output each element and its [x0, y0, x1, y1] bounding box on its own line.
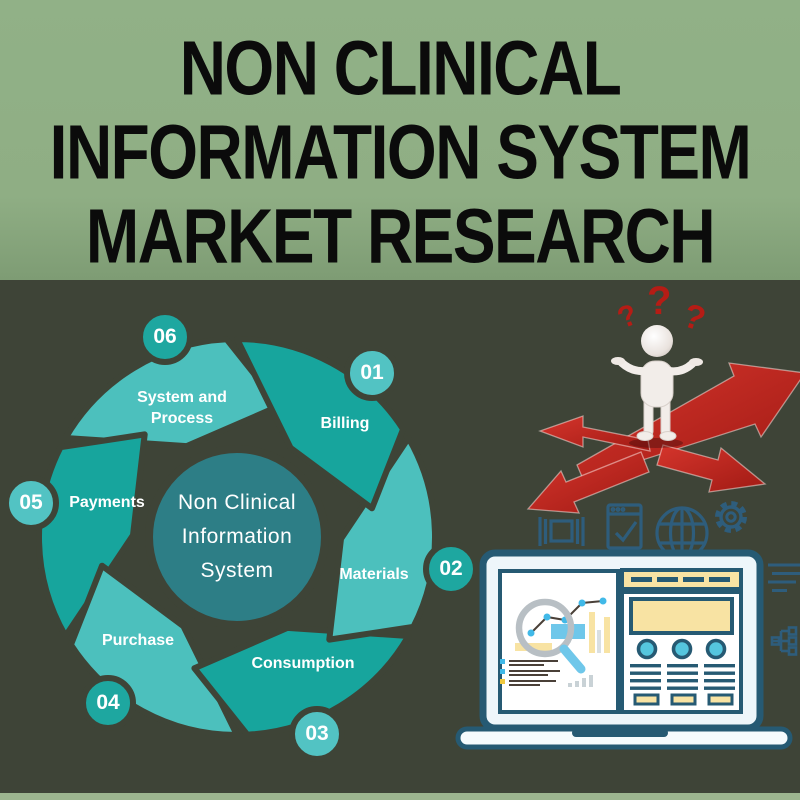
center-title-line-1: Non Clinical — [177, 491, 297, 514]
mini-bars — [568, 675, 593, 687]
sitemap-icon — [770, 626, 798, 656]
title-line-1: NON CLINICAL — [179, 24, 622, 112]
crossroad-arrows — [526, 362, 800, 514]
confused-person-figure: ? ? ? — [611, 279, 710, 441]
center-title-line-2: Information — [181, 525, 293, 548]
header-banner: NON CLINICAL INFORMATION SYSTEM MARKET R… — [0, 0, 800, 280]
step-badge-01: 01 — [344, 345, 400, 401]
magnifier-icon — [515, 598, 586, 674]
segment-label-materials: Materials — [339, 566, 409, 583]
figure-arm-left — [618, 359, 649, 376]
browser-check-icon — [606, 503, 643, 550]
cycle-center-circle — [145, 445, 329, 629]
step-number-04: 04 — [96, 691, 120, 714]
webpage-mockup — [620, 568, 743, 714]
figure-hand-left — [611, 357, 625, 365]
figure-shadow — [629, 438, 683, 448]
figure-hand-right — [689, 358, 703, 366]
step-badge-05: 05 — [3, 475, 59, 531]
step-badge-04: 04 — [80, 675, 136, 731]
question-mark-center: ? — [647, 279, 671, 323]
segment-label-system-and-process: System and Process — [137, 389, 227, 427]
step-number-06: 06 — [153, 325, 177, 348]
segment-label-consumption: Consumption — [251, 655, 355, 672]
step-number-01: 01 — [360, 361, 384, 384]
step-number-02: 02 — [439, 557, 463, 580]
title-line-2: INFORMATION SYSTEM — [49, 108, 752, 196]
segment-label-billing: Billing — [320, 415, 370, 432]
step-badge-03: 03 — [289, 706, 345, 762]
question-mark-left: ? — [613, 298, 642, 335]
arrow-down-right — [656, 444, 767, 493]
carousel-icon — [538, 517, 585, 546]
figure-head — [641, 325, 673, 357]
bullet-list — [500, 659, 560, 686]
page-title: NON CLINICAL INFORMATION SYSTEM MARKET R… — [0, 26, 800, 278]
segment-label-purchase: Purchase — [101, 632, 175, 649]
figure-foot-right — [659, 431, 677, 441]
center-title-line-3: System — [200, 559, 274, 582]
arrow-down-left — [526, 451, 650, 514]
step-number-03: 03 — [305, 722, 329, 745]
arrow-left — [538, 415, 651, 452]
step-number-05: 05 — [19, 491, 43, 514]
figure-foot-left — [636, 431, 654, 441]
figure-arm-right — [665, 360, 696, 376]
title-line-3: MARKET RESEARCH — [85, 192, 716, 280]
laptop-notch — [572, 729, 668, 737]
step-badge-06: 06 — [137, 309, 193, 365]
step-badge-02: 02 — [423, 541, 479, 597]
report-card — [498, 569, 620, 714]
text-lines-icon — [768, 563, 800, 592]
segment-label-payments: Payments — [69, 494, 145, 511]
cycle-center-title: Non Clinical Information System — [157, 486, 317, 588]
footer-strip — [0, 793, 800, 800]
laptop-analytics-illustration — [455, 549, 793, 750]
trend-line-chart — [527, 597, 607, 637]
figure-torso — [640, 360, 674, 408]
question-mark-right: ? — [679, 296, 711, 339]
gear-icon — [715, 501, 747, 533]
